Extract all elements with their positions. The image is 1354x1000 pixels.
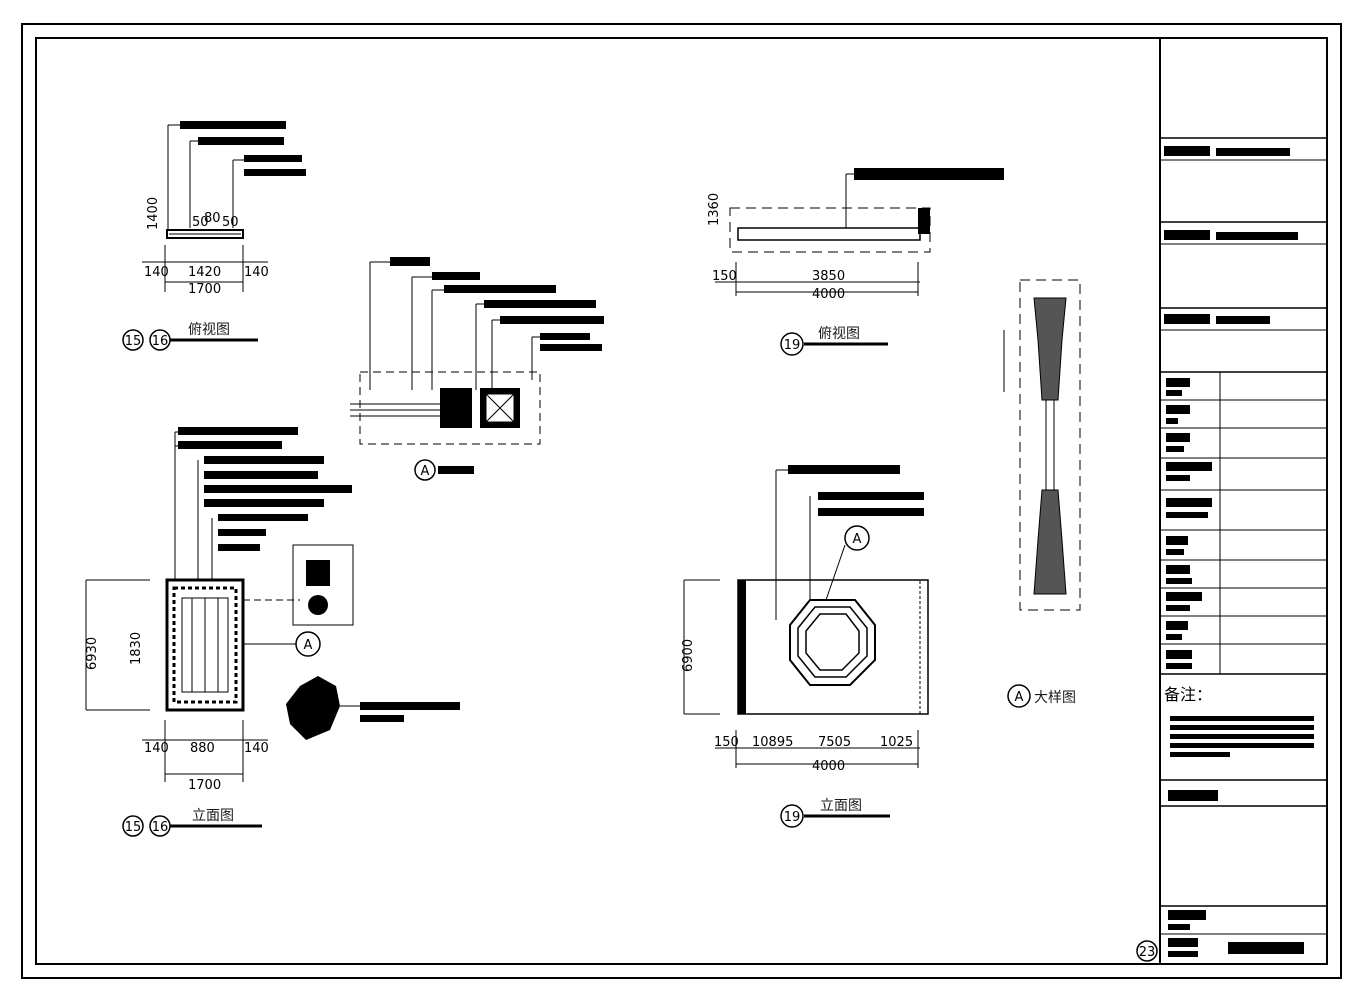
view-15-16-elevation: A 6930 1830 140 880 140 1700 15 16 立面图 [85,427,460,837]
sheet-number: 23 [1139,945,1156,960]
svg-text:4000: 4000 [812,759,845,774]
svg-text:1700: 1700 [188,778,221,793]
detail-view: A 大样图 [1003,279,1081,708]
title-block: 备注： 23 [1136,38,1327,964]
svg-text:140: 140 [144,265,169,280]
svg-text:1360: 1360 [707,193,722,226]
view-15-16-plan: 1400 50 80 50 140 1420 140 1700 15 16 俯视… [122,121,306,351]
view-title: 立面图 [192,808,234,824]
svg-text:A: A [421,464,430,479]
svg-text:15: 15 [125,820,142,835]
svg-text:150: 150 [712,269,737,284]
svg-text:6900: 6900 [681,639,696,672]
svg-text:50: 50 [222,215,239,230]
svg-text:1400: 1400 [146,197,161,230]
svg-text:150: 150 [714,735,739,750]
svg-text:15: 15 [125,334,142,349]
view-title: 立面图 [820,798,862,814]
inner-frame [35,37,1328,965]
svg-text:50: 50 [192,215,209,230]
svg-text:1830: 1830 [129,632,144,665]
view-title: 俯视图 [188,322,230,338]
svg-text:880: 880 [190,741,215,756]
svg-text:1025: 1025 [880,735,913,750]
svg-text:80: 80 [204,211,221,226]
view-title: 俯视图 [818,326,860,342]
svg-text:A: A [853,532,862,547]
svg-text:16: 16 [152,334,169,349]
view-title: 大样图 [1034,690,1076,706]
section-a-detail: A [350,257,604,481]
svg-text:140: 140 [244,741,269,756]
svg-text:19: 19 [784,338,801,353]
view-19-elevation: A 6900 150 10895 7505 1025 4000 19 立面图 [681,465,929,828]
svg-text:A: A [1015,690,1024,705]
view-19-plan: 1360 150 3850 4000 19 俯视图 [707,168,1004,356]
svg-text:6930: 6930 [85,637,100,670]
svg-text:10895: 10895 [752,735,793,750]
outer-frame [21,23,1342,979]
svg-text:4000: 4000 [812,287,845,302]
svg-text:1700: 1700 [188,282,221,297]
svg-text:140: 140 [244,265,269,280]
svg-text:3850: 3850 [812,269,845,284]
notes-label: 备注： [1164,685,1212,704]
svg-text:1420: 1420 [188,265,221,280]
svg-text:A: A [304,638,313,653]
svg-text:140: 140 [144,741,169,756]
svg-text:16: 16 [152,820,169,835]
svg-text:19: 19 [784,810,801,825]
sheet-number-circle [1136,940,1158,962]
svg-text:7505: 7505 [818,735,851,750]
